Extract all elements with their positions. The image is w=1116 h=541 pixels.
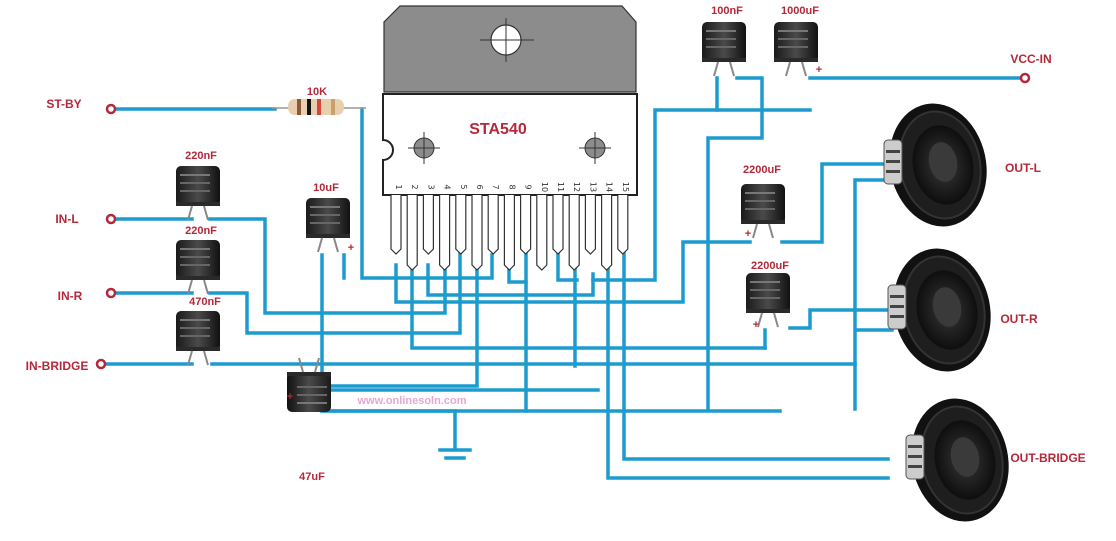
ic-pin-number: 8 [507, 184, 516, 189]
ic-pin-number: 6 [475, 184, 484, 189]
cap-47u-plus: + [287, 391, 293, 403]
ic-pin-number: 7 [491, 184, 500, 189]
ic-pin [422, 195, 434, 255]
cap-out-r-plus: + [753, 319, 759, 331]
cap-in-l-label: 220nF [185, 150, 217, 162]
cap-10u: 10uF + [305, 182, 354, 254]
ic-pin-number: 13 [588, 182, 597, 192]
ic-pin-number: 3 [426, 184, 435, 189]
ic-pin [552, 195, 564, 255]
wire-pin8 [507, 263, 528, 284]
ic-pin-number: 10 [540, 182, 549, 192]
wire-speaker-return [853, 178, 894, 411]
watermark: www.onlinesoln.com [357, 395, 467, 407]
ic-pin [536, 195, 548, 271]
cap-100n-label: 100nF [711, 5, 743, 17]
cap-out-r: 2200uF + [745, 260, 791, 331]
wire-pin11 [556, 246, 579, 282]
cap-47u-label: 47uF [299, 471, 325, 483]
ic-pin-number: 14 [605, 182, 614, 192]
wire-out-r [788, 308, 894, 330]
in-l-terminal-icon [105, 213, 117, 225]
ic-pin [568, 195, 580, 271]
cap-in-bridge: 470nF [175, 296, 221, 366]
wire-pin3-13 [426, 263, 595, 297]
in-bridge-terminal-icon [95, 358, 107, 370]
cap-in-bridge-label: 470nF [189, 296, 221, 308]
cap-out-r-label: 2200uF [751, 260, 789, 272]
cap-in-r: 220nF [175, 225, 221, 295]
out-bridge-label: OUT-BRIDGE [1010, 451, 1085, 465]
wire-pin1-out-l [394, 240, 752, 304]
resistor-10k: 10K [272, 86, 366, 115]
speaker-out-bridge: OUT-BRIDGE [899, 388, 1086, 532]
ic-pin [503, 195, 515, 271]
in-r-terminal-icon [105, 287, 117, 299]
ic-pin [487, 195, 499, 255]
ic-pin-number: 2 [410, 184, 419, 189]
wire-pin6 [316, 263, 479, 388]
ic-pin-number: 5 [459, 184, 468, 189]
st-by-terminal-icon [105, 103, 117, 115]
cap-out-l-plus: + [745, 228, 751, 240]
ic-pin [390, 195, 402, 255]
ic-pin [455, 195, 467, 255]
ic-pin-number: 12 [572, 182, 581, 192]
ic-pin [520, 195, 532, 255]
wire-out-l [780, 162, 892, 244]
ic-pin-number: 11 [556, 182, 565, 192]
wire-vcc-caps [706, 76, 1026, 411]
cap-1000u-label: 1000uF [781, 5, 819, 17]
ic-pin-number: 4 [443, 184, 452, 189]
out-r-label: OUT-R [1000, 312, 1038, 326]
st-by-label: ST-BY [46, 97, 81, 111]
wire-pin15 [622, 246, 890, 461]
wire-in-r [109, 246, 462, 335]
resistor-label: 10K [307, 86, 327, 98]
wire-pin14 [606, 263, 890, 480]
cap-in-r-label: 220nF [185, 225, 217, 237]
ic-pin-number: 9 [524, 184, 533, 189]
cap-100n: 100nF [701, 5, 747, 77]
cap-in-l: 220nF [175, 150, 221, 221]
vcc-in-label: VCC-IN [1010, 52, 1051, 66]
in-bridge-label: IN-BRIDGE [26, 359, 89, 373]
ic-pin-number: 1 [394, 184, 403, 189]
wire-pin2 [410, 263, 767, 350]
speaker-out-r: OUT-R [881, 238, 1038, 382]
wires [98, 76, 1026, 480]
cap-out-l: 2200uF + [740, 164, 786, 240]
cap-10u-plus: + [348, 242, 354, 254]
cap-out-l-label: 2200uF [743, 164, 781, 176]
wire-ground [320, 409, 472, 460]
wire-in-l [109, 217, 447, 315]
ic-pin [601, 195, 613, 271]
vcc-in-terminal-icon [1019, 72, 1031, 84]
in-l-label: IN-L [55, 212, 78, 226]
ic-pin-number: 15 [621, 182, 630, 192]
ic-pin [406, 195, 418, 271]
in-r-label: IN-R [58, 289, 83, 303]
cap-1000u: 1000uF + [773, 5, 822, 77]
out-l-label: OUT-L [1005, 161, 1041, 175]
ic-name: STA540 [469, 121, 527, 138]
ic-pin [471, 195, 483, 271]
cap-47u: 47uF + [286, 357, 332, 483]
ic-pin [617, 195, 629, 255]
wire-vcc-bus [591, 108, 812, 282]
ic-pin [439, 195, 451, 271]
cap-1000u-plus: + [816, 64, 822, 76]
ic-pin [584, 195, 596, 255]
terminals: ST-BY IN-L IN-R IN-BRIDGE VCC-IN [26, 52, 1052, 373]
speaker-out-l: OUT-L [877, 93, 1041, 237]
cap-10u-label: 10uF [313, 182, 339, 194]
